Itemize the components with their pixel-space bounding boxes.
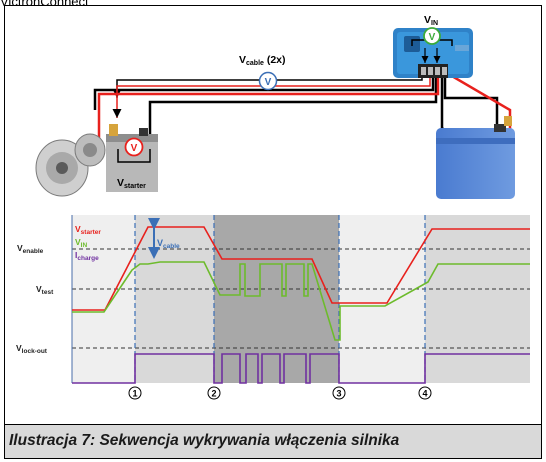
service-battery-icon [436,116,515,199]
vin-label: VIN [424,14,438,27]
level-venable: Venable [17,243,44,255]
figure-frame [4,5,542,425]
legend-vstarter: Vstarter [75,224,101,236]
vcable-label: Vcable (2x) [239,54,286,67]
step-markers: 1 2 3 4 [128,386,432,400]
vstarter-trace [72,226,530,311]
vstarter-meter-symbol: V [131,143,138,154]
step-4: 4 [422,389,427,399]
vin-trace [72,261,530,341]
vcable-meter-icon [258,71,278,91]
wiring-diagram: V Vcable (2x) V VIN [35,14,515,199]
level-vtest: Vtest [36,284,54,296]
vin-meter-icon [423,27,441,45]
step-1: 1 [132,389,137,399]
legend-icharge: Icharge [75,250,99,262]
timing-chart: Vcable Vstarter VIN Icharge Venable Vtes… [16,215,530,400]
window-title: VictronConnect [0,0,89,9]
figure-caption: Ilustracja 7: Sekwencja wykrywania włącz… [4,425,542,459]
vcable-meter-symbol: V [265,77,272,88]
charge-current-trace [72,353,530,384]
vcable-marker-label: Vcable [157,238,180,250]
level-vlockout: Vlock-out [16,343,48,355]
vstarter-label: Vstarter [117,177,146,190]
dc-dc-charger-icon [393,28,473,78]
step-3: 3 [336,389,341,399]
vstarter-meter-icon [124,137,144,157]
legend-vin: VIN [75,237,87,249]
vin-meter-symbol: V [429,32,436,43]
step-2: 2 [211,389,216,399]
alternator-icon [35,133,106,197]
